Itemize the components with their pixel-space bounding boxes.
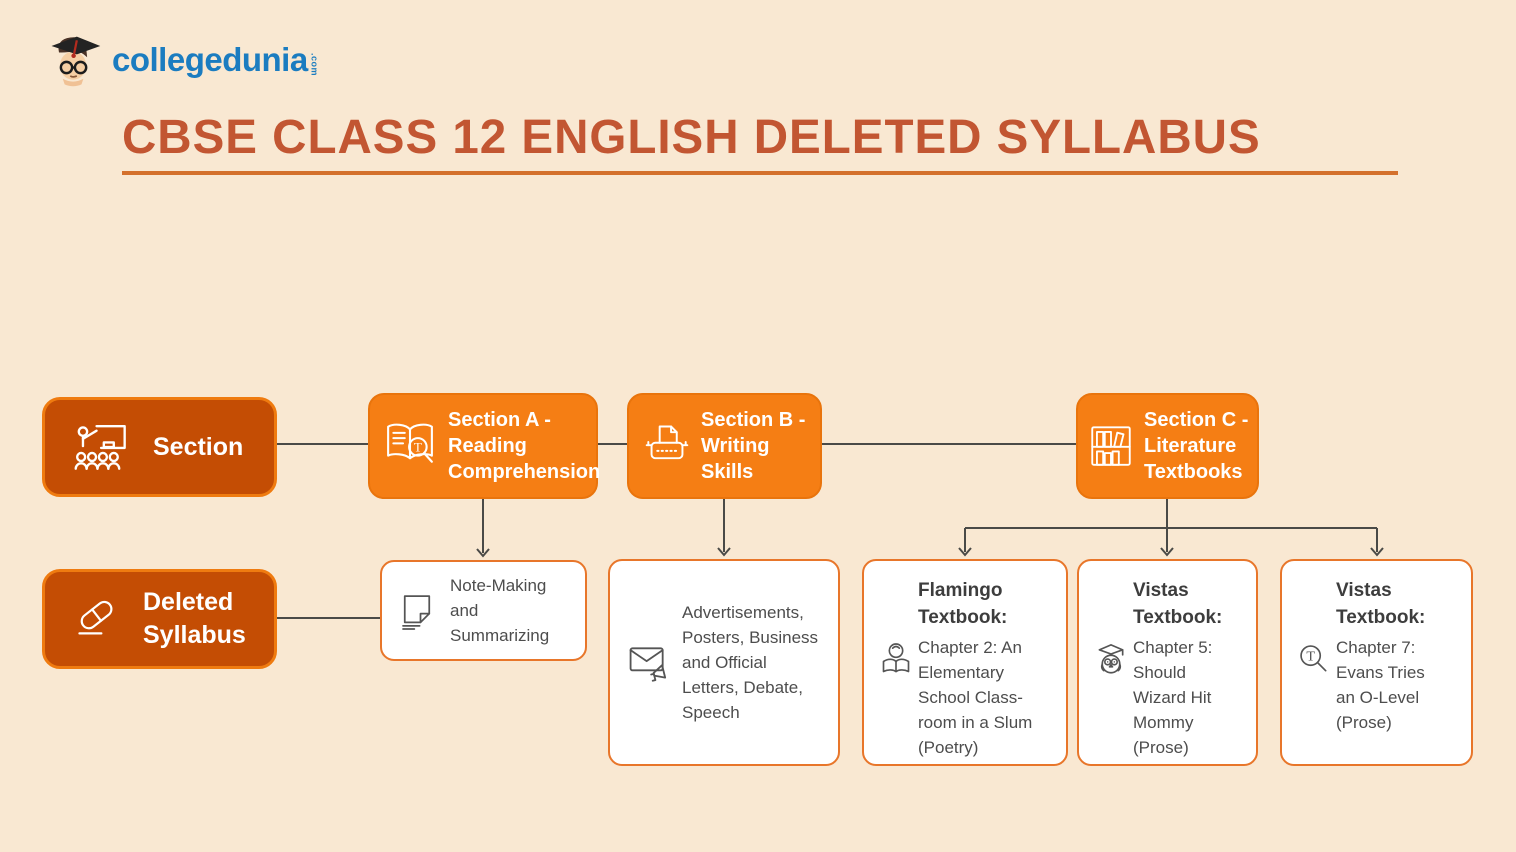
arrowhead	[958, 547, 972, 557]
collegedunia-logo: collegedunia .com	[44, 30, 320, 90]
vistas1-text: Chapter 5: Should Wizard Hit Mommy (Pros…	[1133, 638, 1213, 757]
deleted-syllabus-header-label: Deleted Syllabus	[143, 588, 246, 649]
magnifier-letter-icon: T	[1300, 645, 1327, 672]
section-c-label: Section C - Literature Textbooks	[1144, 409, 1249, 483]
svg-text:T: T	[414, 440, 422, 455]
section-header-label: Section	[153, 432, 244, 461]
vistas2-text: Chapter 7: Evans Tries an O-Level (Prose…	[1336, 638, 1425, 732]
bookshelf-icon	[1091, 426, 1131, 466]
node-section-c: Section C - Literature Textbooks	[1076, 393, 1259, 499]
card-flamingo-chapter2: Flamingo Textbook: Chapter 2: An Element…	[862, 559, 1068, 766]
section-b-label: Section B - Writing Skills	[701, 409, 806, 483]
node-section-a: T Section A - Reading Comprehension	[368, 393, 601, 499]
title-underline	[122, 171, 1398, 175]
graduate-owl-icon	[1098, 644, 1124, 674]
mail-announcement-icon	[629, 646, 667, 682]
node-deleted-syllabus-header: Deleted Syllabus	[42, 569, 277, 669]
svg-text:T: T	[1306, 649, 1315, 665]
section-a-label: Section A - Reading Comprehension	[448, 409, 601, 483]
arrowhead	[1160, 547, 1174, 557]
card-vistas-chapter5: Vistas Textbook: Chapter 5: Should Wizar…	[1077, 559, 1258, 766]
card-note-making: Note-Making and Summarizing	[380, 560, 587, 661]
graduate-student-mascot-icon	[51, 36, 101, 87]
page-title: CBSE CLASS 12 ENGLISH DELETED SYLLABUS	[122, 111, 1261, 164]
card-vistas-chapter7: T Vistas Textbook: Chapter 7: Evans Trie…	[1280, 559, 1473, 766]
note-making-text: Note-Making and Summarizing	[450, 576, 550, 645]
brand-name: collegedunia	[112, 41, 308, 78]
open-book-mind-icon	[882, 643, 910, 673]
typewriter-icon	[645, 425, 689, 460]
brand-tld: .com	[309, 53, 320, 77]
eraser-icon	[78, 600, 113, 635]
card-advertisements: Advertisements, Posters, Business and Of…	[608, 559, 840, 766]
note-page-icon	[402, 594, 431, 630]
node-section-header: Section	[42, 397, 277, 497]
advertisements-text: Advertisements, Posters, Business and Of…	[682, 603, 819, 722]
arrowhead	[476, 548, 490, 558]
flamingo-title: Flamingo Textbook:	[918, 580, 1008, 628]
arrowhead	[1370, 547, 1384, 557]
classroom-teacher-icon	[74, 424, 126, 470]
arrowhead	[717, 547, 731, 557]
vistas1-title: Vistas Textbook:	[1133, 580, 1223, 628]
node-section-b: Section B - Writing Skills	[627, 393, 822, 499]
flamingo-text: Chapter 2: An Elementary School Class-ro…	[918, 638, 1033, 757]
vistas2-title: Vistas Textbook:	[1336, 580, 1426, 628]
reading-comprehension-book-icon: T	[387, 423, 433, 463]
